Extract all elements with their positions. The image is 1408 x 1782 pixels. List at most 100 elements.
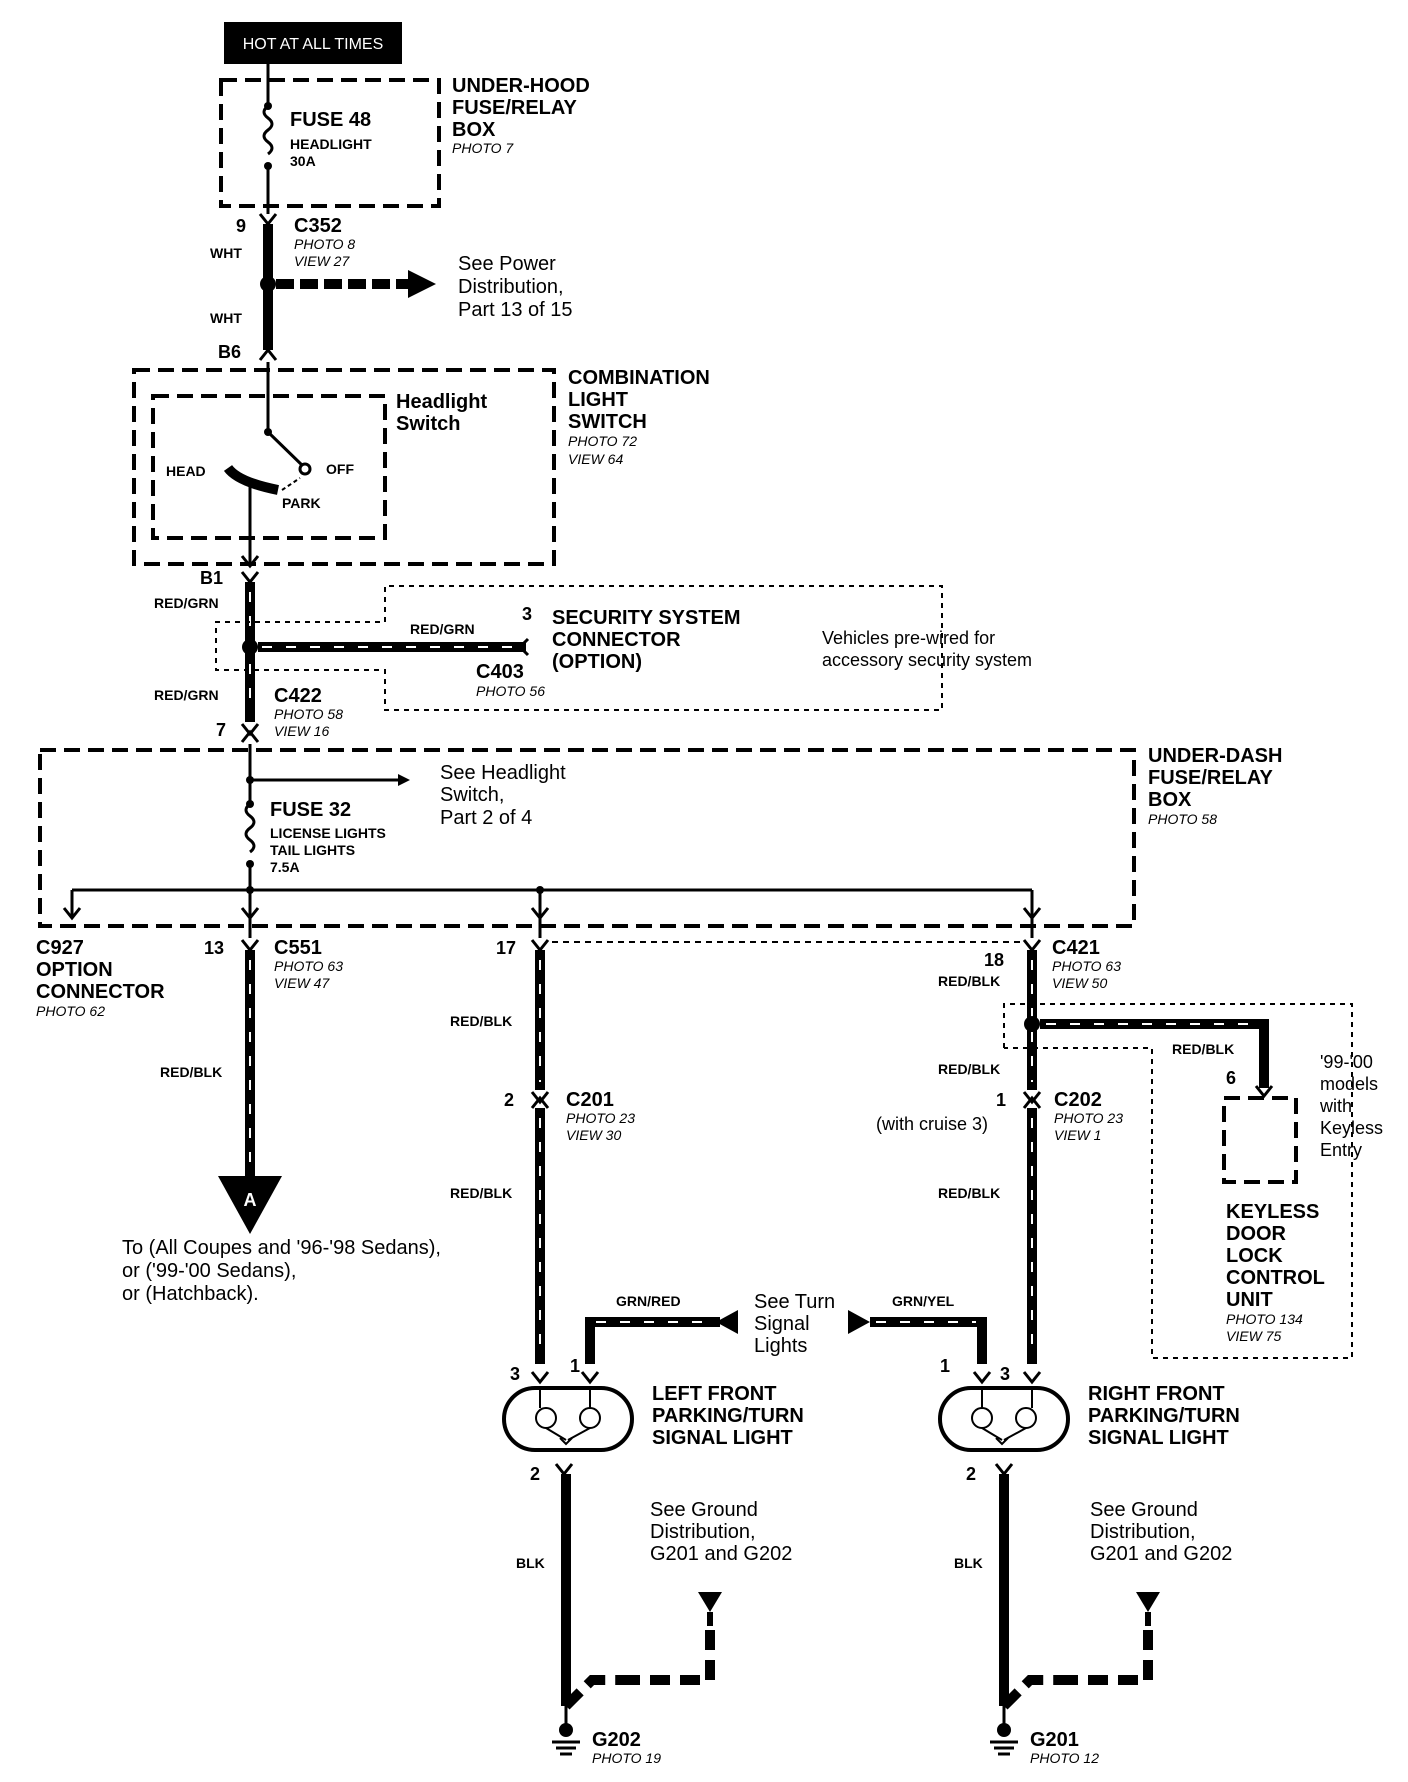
keyless-title-4: CONTROL: [1226, 1267, 1325, 1289]
pin-b6: B6: [218, 342, 241, 362]
to-note-2: or ('99-'00 Sedans),: [122, 1260, 296, 1282]
ground-ref-left-2: Distribution,: [650, 1521, 756, 1543]
headlight-ref-2: Switch,: [440, 784, 504, 806]
power-ref-2: Distribution,: [458, 276, 564, 298]
to-note-1: To (All Coupes and '96-'98 Sedans),: [122, 1237, 441, 1259]
c927-title-1: C927: [36, 937, 84, 959]
splice-keyless: [1024, 1016, 1040, 1032]
combination-view: VIEW 64: [568, 451, 623, 467]
fuse-32-symbol: [244, 802, 256, 854]
combination-title-2: LIGHT: [568, 389, 628, 411]
hot-at-all-times-label: HOT AT ALL TIMES: [243, 36, 384, 53]
headlight-switch-title-1: Headlight: [396, 391, 487, 413]
fuse-48-rating: 30A: [290, 153, 316, 169]
c352-view: VIEW 27: [294, 253, 350, 269]
keyless-note-2: models: [1320, 1074, 1378, 1094]
under-dash-title-1: UNDER-DASH: [1148, 745, 1282, 767]
under-hood-title-2: FUSE/RELAY: [452, 97, 578, 119]
security-pin: 3: [522, 604, 532, 624]
wire-blk-right: BLK: [954, 1555, 983, 1571]
headlight-switch-title-2: Switch: [396, 413, 460, 435]
left-light-title-1: LEFT FRONT: [652, 1383, 776, 1405]
c422-name: C422: [274, 685, 322, 707]
g201-photo: PHOTO 12: [1030, 1750, 1099, 1766]
wire-blk-left: BLK: [516, 1555, 545, 1571]
combination-photo: PHOTO 72: [568, 433, 637, 449]
g201-name: G201: [1030, 1729, 1079, 1751]
under-dash-title-2: FUSE/RELAY: [1148, 767, 1274, 789]
under-dash-photo: PHOTO 58: [1148, 811, 1217, 827]
keyless-view: VIEW 75: [1226, 1328, 1281, 1344]
left-light-pin-1: 1: [570, 1356, 580, 1376]
ground-ref-right-2: Distribution,: [1090, 1521, 1196, 1543]
ground-ref-right-3: G201 and G202: [1090, 1543, 1232, 1565]
turn-ref-1: See Turn: [754, 1291, 835, 1313]
c201-name: C201: [566, 1089, 614, 1111]
combination-title-1: COMBINATION: [568, 367, 710, 389]
left-light-pin-3: 3: [510, 1364, 520, 1384]
security-title-1: SECURITY SYSTEM: [552, 607, 741, 629]
keyless-title-3: LOCK: [1226, 1245, 1283, 1267]
under-hood-title-3: BOX: [452, 119, 496, 141]
keyless-title-2: DOOR: [1226, 1223, 1287, 1245]
g202-dot: [559, 1723, 573, 1737]
wire-red-blk-right-2: RED/BLK: [938, 1185, 1000, 1201]
keyless-note-1: '99-'00: [1320, 1052, 1373, 1072]
c422-view: VIEW 16: [274, 723, 329, 739]
wire-grn-red: GRN/RED: [616, 1293, 681, 1309]
wire-red-blk-c421: RED/BLK: [938, 973, 1000, 989]
c352-pin: 9: [236, 216, 246, 236]
right-light-pin-3: 3: [1000, 1364, 1010, 1384]
headlight-ref-3: Part 2 of 4: [440, 807, 532, 829]
security-title-3: (OPTION): [552, 651, 642, 673]
arrow-a: [218, 1176, 282, 1234]
combination-title-3: SWITCH: [568, 411, 647, 433]
fuse-32-rating: 7.5A: [270, 859, 300, 875]
arrow-a-label: A: [244, 1190, 257, 1210]
right-light-title-2: PARKING/TURN: [1088, 1405, 1240, 1427]
combination-switch-outline: [132, 368, 556, 566]
headlight-ref-1: See Headlight: [440, 762, 566, 784]
wire-wht-1: WHT: [210, 245, 242, 261]
c201-pin: 2: [504, 1090, 514, 1110]
power-ref-3: Part 13 of 15: [458, 299, 573, 321]
c421-view: VIEW 50: [1052, 975, 1107, 991]
left-light-body: [502, 1386, 634, 1452]
under-dash-title-3: BOX: [1148, 789, 1192, 811]
wire-wht-2: WHT: [210, 310, 242, 326]
wire-red-blk-left-2: RED/BLK: [450, 1185, 512, 1201]
wire-grn-yel: GRN/YEL: [892, 1293, 955, 1309]
fuse-32-name: FUSE 32: [270, 799, 351, 821]
turn-ref-2: Signal: [754, 1313, 810, 1335]
c551-pin: 13: [204, 938, 224, 958]
keyless-option-outline: [1003, 1003, 1353, 1359]
c202-view: VIEW 1: [1054, 1127, 1101, 1143]
ground-ref-left-3: G201 and G202: [650, 1543, 792, 1565]
wire-red-grn-1: RED/GRN: [154, 595, 219, 611]
turn-signal-right-arrow: [848, 1310, 870, 1334]
c422-pin: 7: [216, 720, 226, 740]
fuse-48-desc: HEADLIGHT: [290, 136, 372, 152]
splice-c352: [260, 276, 276, 292]
c421-name: C421: [1052, 937, 1100, 959]
c551-view: VIEW 47: [274, 975, 330, 991]
keyless-pin: 6: [1226, 1068, 1236, 1088]
keyless-title-5: UNIT: [1226, 1289, 1273, 1311]
right-light-pin-1: 1: [940, 1356, 950, 1376]
turn-signal-left-arrow: [716, 1310, 738, 1334]
headlight-switch-outline: [151, 394, 387, 540]
keyless-note-3: with: [1319, 1096, 1352, 1116]
switch-head-label: HEAD: [166, 463, 206, 479]
splice-security: [242, 639, 258, 655]
c422-photo: PHOTO 58: [274, 706, 343, 722]
c421-pin: 18: [984, 950, 1004, 970]
fuse-32-desc-1: LICENSE LIGHTS: [270, 825, 386, 841]
left-light-pin-2: 2: [530, 1464, 540, 1484]
switch-off-contact: [298, 462, 312, 476]
wire-red-blk-left-1: RED/BLK: [450, 1013, 512, 1029]
c202-photo: PHOTO 23: [1054, 1110, 1123, 1126]
turn-ref-3: Lights: [754, 1335, 807, 1357]
to-note-3: or (Hatchback).: [122, 1283, 259, 1305]
fuse-32-desc-2: TAIL LIGHTS: [270, 842, 355, 858]
